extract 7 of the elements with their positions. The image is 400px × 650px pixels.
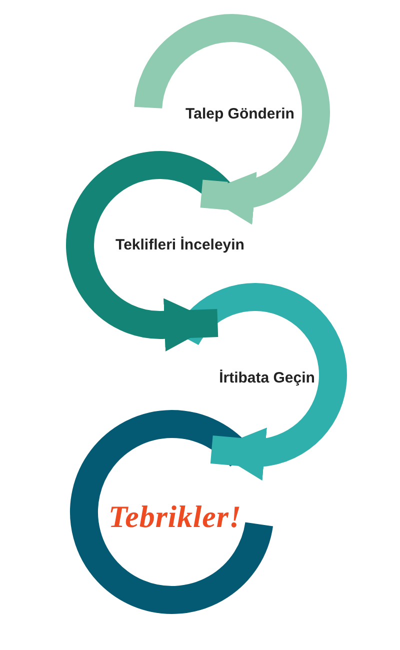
closing-text: Tebrikler!	[108, 499, 242, 535]
arrow	[160, 298, 218, 352]
step-label: Teklifleri İnceleyin	[116, 236, 244, 254]
step-label: Talep Gönderin	[186, 106, 294, 122]
step-label: İrtibata Geçin	[219, 370, 315, 386]
arrow	[200, 172, 257, 225]
arrow	[210, 428, 267, 481]
